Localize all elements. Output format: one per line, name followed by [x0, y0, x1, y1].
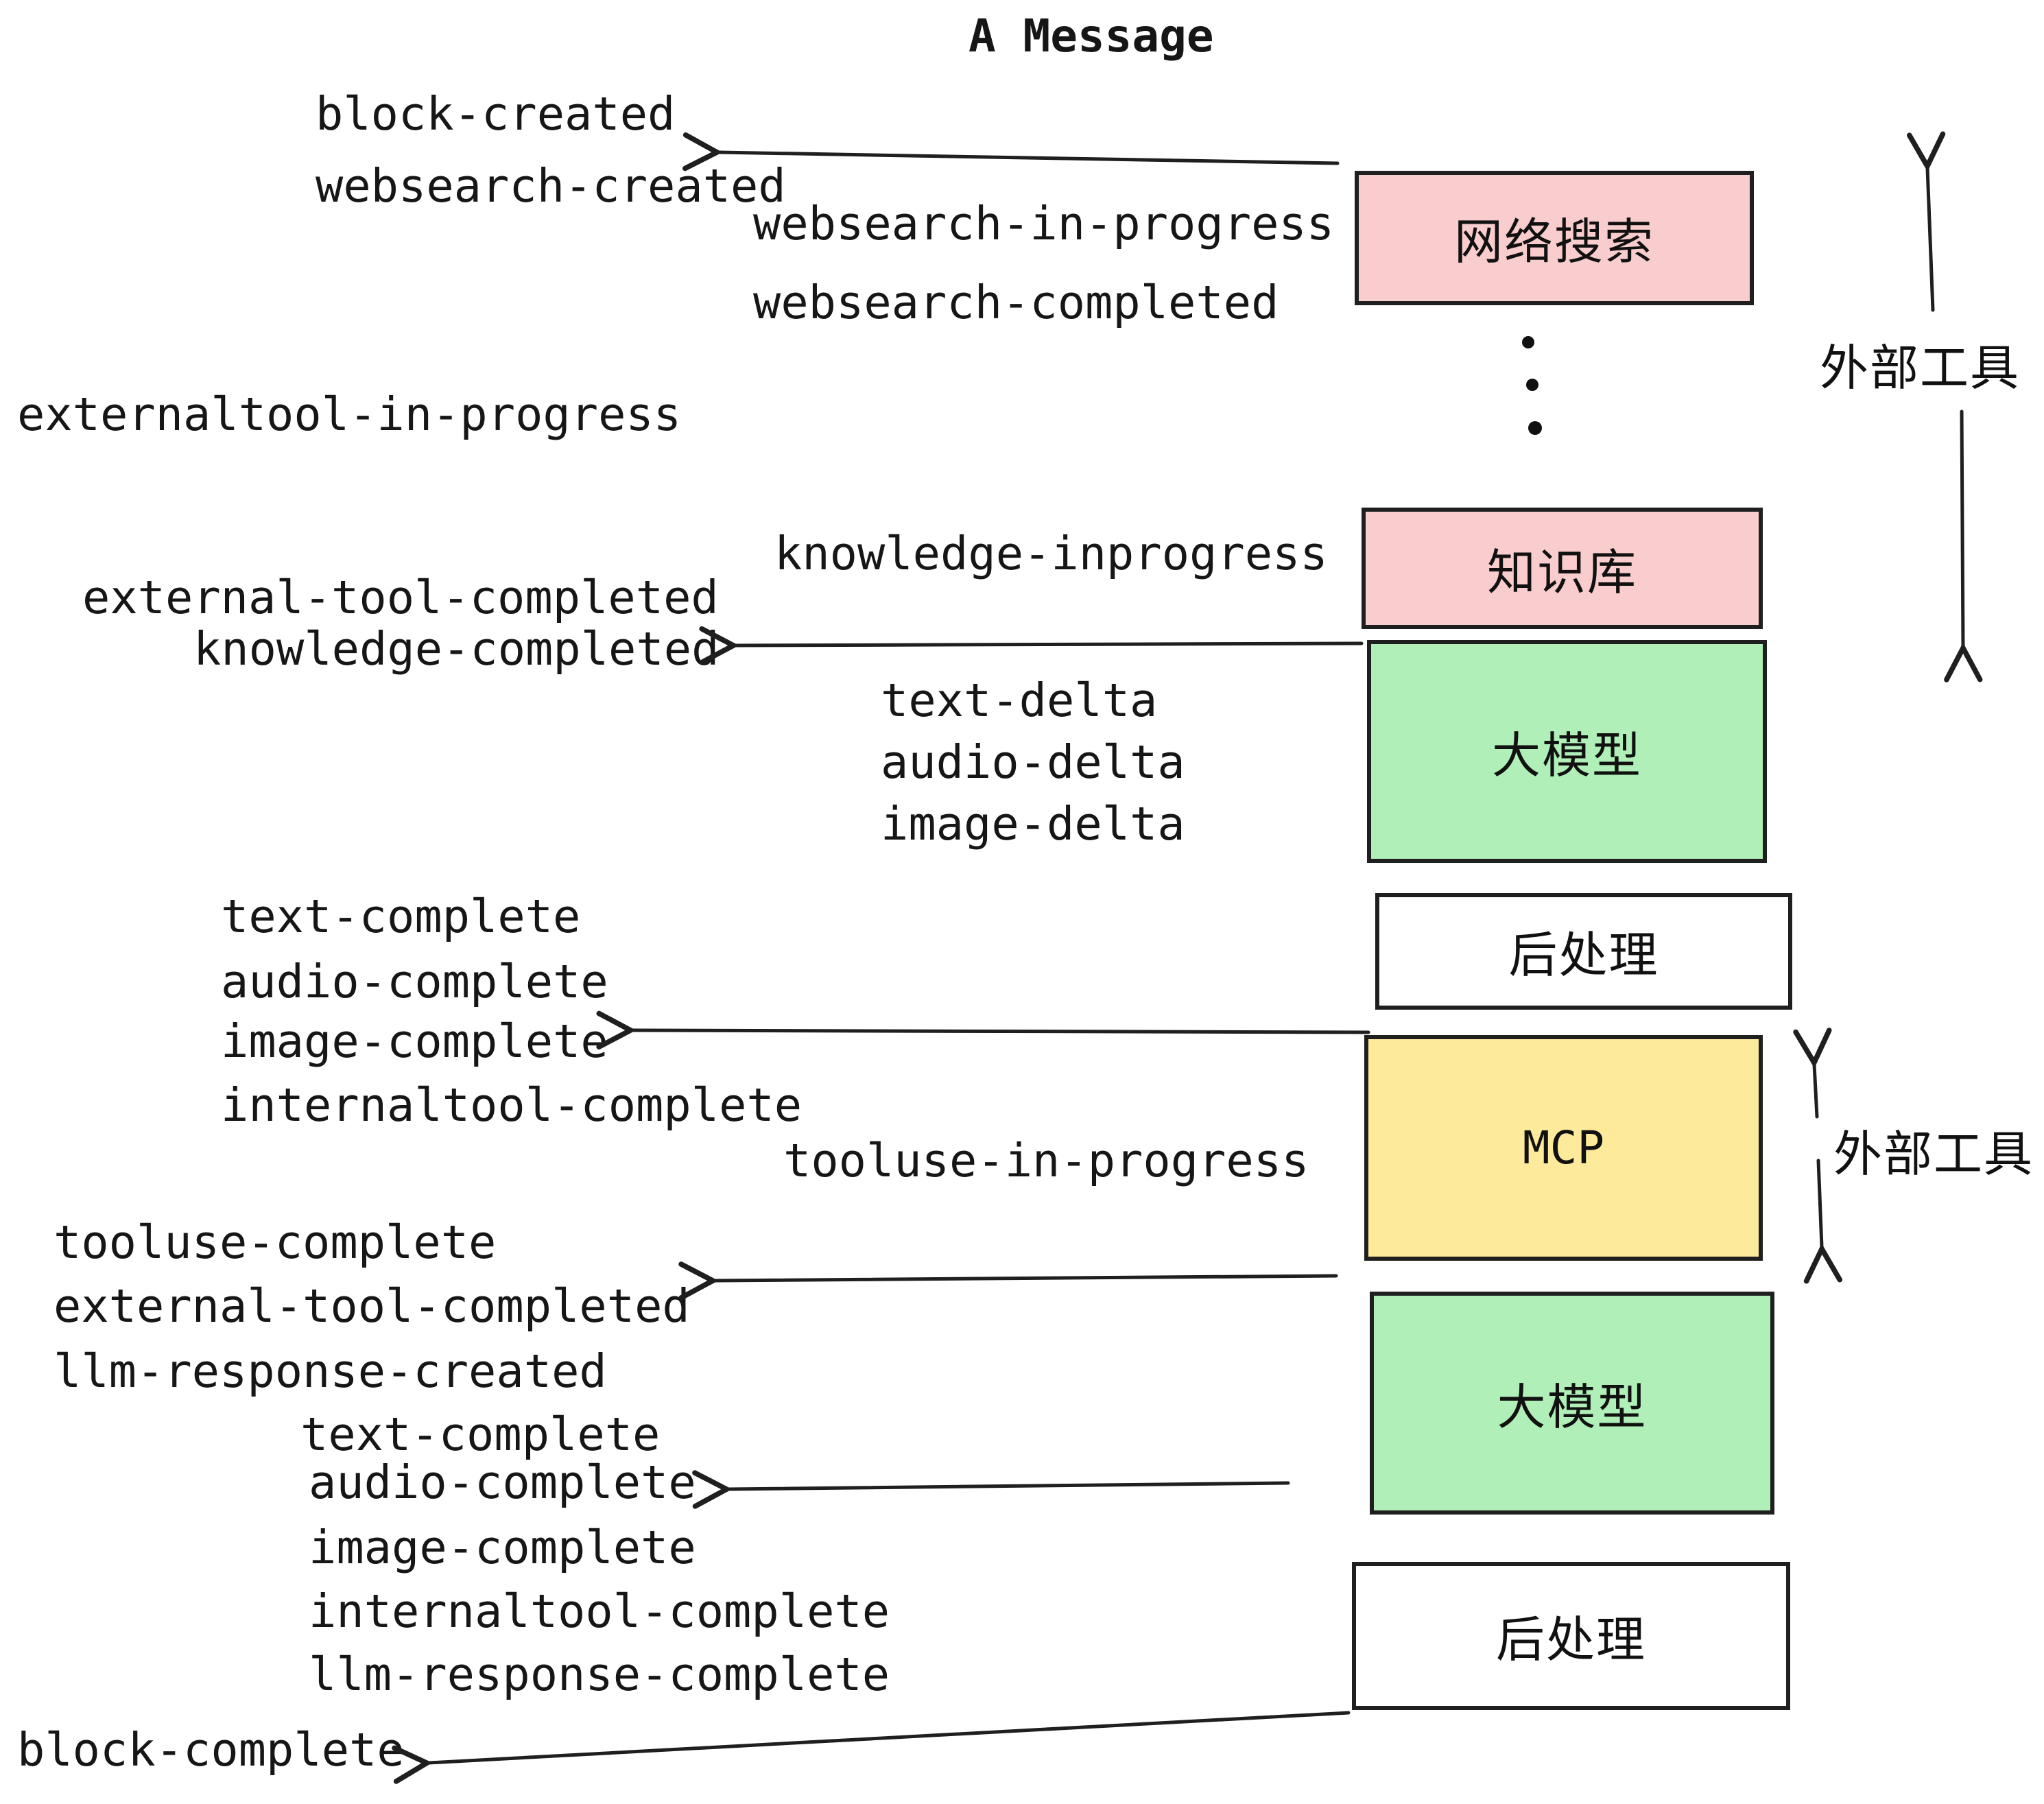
event-label-tooluse-in-progress: tooluse-in-progress	[783, 1134, 1309, 1187]
arrow-postprocess2-to-block-complete	[392, 1711, 1351, 1784]
box-websearch-label: 网络搜索	[1453, 215, 1654, 270]
arrow-knowledge-to-knowledge-completed	[699, 626, 1364, 665]
box-postprocess-1: 后处理	[1375, 893, 1792, 1010]
event-label-websearch-in-progress: websearch-in-progress	[753, 197, 1335, 250]
side-label-external-tools-1: 外部工具	[1820, 342, 2021, 396]
arrow-external-tools-1-down	[1944, 410, 1983, 683]
box-llm-2-label: 大模型	[1497, 1380, 1648, 1435]
event-label-text-delta-1: text-delta	[881, 674, 1158, 727]
box-postprocess-2: 后处理	[1352, 1562, 1790, 1710]
box-postprocess-1-label: 后处理	[1508, 929, 1659, 983]
event-label-external-tool-completed: external-tool-completed	[82, 571, 719, 624]
event-label-llm-response-created: llm-response-created	[54, 1344, 607, 1398]
event-label-audio-delta-1: audio-delta	[881, 735, 1185, 789]
event-label-block-complete: block-complete	[17, 1723, 405, 1777]
event-label-text-complete-1: text-complete	[221, 890, 581, 943]
box-llm-1-label: 大模型	[1491, 728, 1642, 783]
event-label-image-complete-2: image-complete	[309, 1521, 696, 1574]
event-label-tooluse-complete: tooluse-complete	[54, 1215, 497, 1269]
event-label-externaltool-in-progress: externaltool-in-progress	[17, 388, 682, 441]
arrow-external-tools-2-down	[1803, 1159, 1843, 1284]
event-label-knowledge-inprogress: knowledge-inprogress	[774, 527, 1328, 580]
arrow-llm1-to-image-complete	[596, 1010, 1370, 1050]
box-knowledge: 知识库	[1362, 508, 1763, 629]
event-label-llm-response-complete: llm-response-complete	[309, 1648, 890, 1701]
page-title: A Message	[968, 10, 1214, 62]
event-label-internaltool-complete-2: internaltool-complete	[309, 1585, 890, 1638]
event-label-websearch-created: websearch-created	[316, 159, 786, 213]
event-label-image-delta-1: image-delta	[881, 797, 1185, 851]
side-label-external-tools-2: 外部工具	[1833, 1128, 2034, 1182]
event-label-audio-complete-2: audio-complete	[309, 1456, 696, 1509]
arrow-mcp-to-tooluse-complete	[678, 1261, 1338, 1301]
event-label-knowledge-completed: knowledge-completed	[193, 622, 720, 676]
arrow-llm2-to-audio-complete	[692, 1470, 1290, 1509]
arrow-external-tools-1-up	[1906, 131, 1946, 312]
event-label-audio-complete-1: audio-complete	[221, 955, 608, 1008]
arrow-websearch-to-block-created	[682, 132, 1340, 171]
event-label-text-complete-2: text-complete	[300, 1408, 661, 1461]
box-mcp-label: MCP	[1522, 1121, 1605, 1174]
box-llm-1: 大模型	[1367, 640, 1767, 863]
box-mcp: MCP	[1364, 1035, 1763, 1261]
box-websearch: 网络搜索	[1355, 171, 1754, 305]
event-label-websearch-completed: websearch-completed	[753, 276, 1279, 329]
box-knowledge-label: 知识库	[1486, 545, 1637, 600]
event-label-block-created: block-created	[316, 87, 676, 141]
box-postprocess-2-label: 后处理	[1495, 1613, 1646, 1667]
ellipsis-dots	[1522, 336, 1542, 435]
box-llm-2: 大模型	[1370, 1292, 1774, 1515]
event-label-external-tool-completed-2: external-tool-completed	[54, 1279, 690, 1333]
event-label-image-complete-1: image-complete	[221, 1014, 608, 1068]
event-label-internaltool-complete-1: internaltool-complete	[221, 1078, 803, 1132]
arrow-external-tools-2-up	[1793, 1028, 1832, 1119]
